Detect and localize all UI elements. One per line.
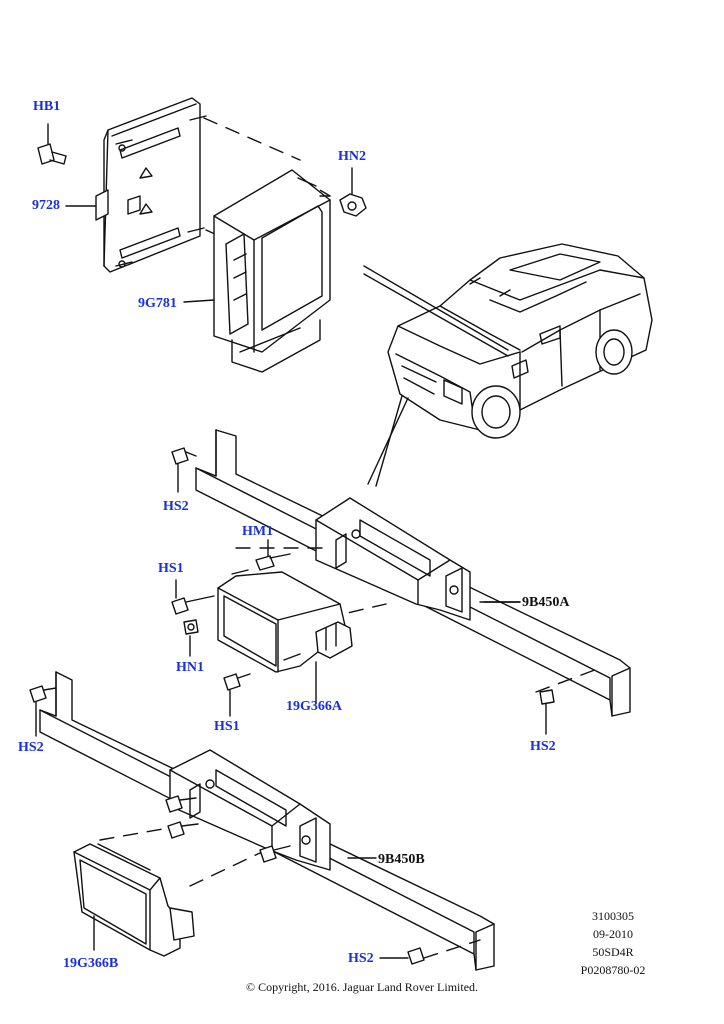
nut-hn2: [339, 167, 367, 217]
bolt-hb1: [37, 123, 67, 165]
label-hn2: HN2: [338, 149, 366, 164]
label-hb1: HB1: [33, 99, 61, 114]
label-9g781: 9G781: [138, 296, 177, 311]
label-hs2-bottom: HS2: [348, 951, 374, 966]
label-hs2-top: HS2: [163, 499, 189, 514]
reference-code: 3100305: [592, 909, 634, 923]
label-hm1: HM1: [242, 524, 274, 539]
copyright-notice: © Copyright, 2016. Jaguar Land Rover Lim…: [245, 980, 479, 994]
bracket-9b450b: [39, 671, 495, 971]
alignment-lines-bottom: [99, 825, 481, 959]
vehicle-leader-lines: [363, 265, 509, 487]
label-19g366b: 19G366B: [63, 956, 119, 971]
reference-model: 50SD4R: [592, 945, 634, 959]
mounting-plate-9728: [95, 97, 207, 273]
label-hs1-lower: HS1: [214, 719, 240, 734]
label-leaders: [65, 205, 521, 603]
label-9b450b: 9B450B: [378, 852, 425, 867]
label-19g366a: 19G366A: [286, 699, 342, 714]
label-9728: 9728: [32, 198, 60, 213]
control-module-9g781: [213, 169, 331, 373]
label-9b450a: 9B450A: [522, 595, 570, 610]
sensor-19g366b: [73, 843, 195, 957]
vehicle-illustration: [387, 243, 653, 439]
bracket-9b450a: [195, 429, 631, 717]
label-hs2-right: HS2: [530, 739, 556, 754]
reference-date: 09-2010: [593, 927, 633, 941]
label-hs1-upper: HS1: [158, 561, 184, 576]
sensor-19g366a: [217, 569, 353, 673]
label-hs2-left: HS2: [18, 740, 44, 755]
reference-drawing-number: P0208780-02: [580, 963, 646, 977]
fasteners-bottom: [29, 685, 425, 965]
label-hn1: HN1: [176, 660, 204, 675]
